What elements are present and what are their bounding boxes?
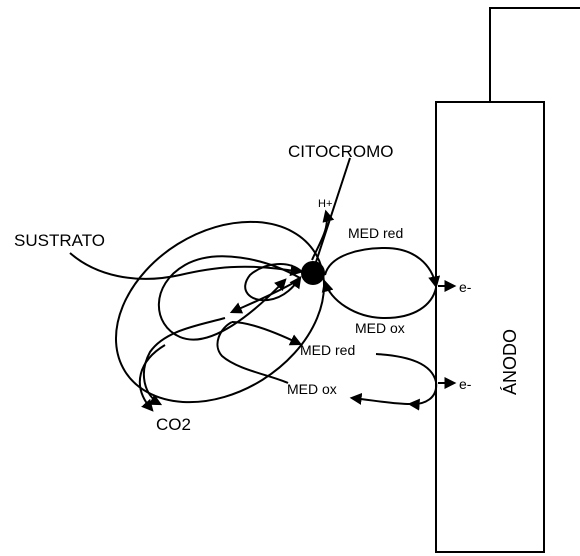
anode-electrode: [436, 102, 544, 552]
mediator-shuttle-low: [217, 322, 288, 383]
mediator-loop-bottom: [325, 282, 436, 318]
metabolic-loop-lower: [144, 318, 225, 404]
electron-low-label: e-: [459, 376, 472, 392]
mediator-shuttle-return: [352, 398, 410, 404]
co2-label: CO2: [156, 415, 191, 434]
cytochrome-pointer: [316, 158, 350, 262]
med-ox-top-label: MED ox: [355, 320, 405, 336]
metabolic-loop-center: [232, 282, 295, 312]
cell-ellipse: [83, 185, 358, 439]
h-plus-label: H+: [318, 198, 332, 210]
anodo-label: ÁNODO: [500, 329, 520, 395]
cytochrome-node: [301, 261, 325, 285]
mediator-loop-top: [325, 248, 436, 286]
electron-top-label: e-: [459, 279, 472, 295]
anode-wire: [490, 8, 580, 102]
med-ox-low-label: MED ox: [287, 381, 337, 397]
sustrato-label: SUSTRATO: [14, 231, 105, 250]
med-red-low-label: MED red: [300, 342, 355, 358]
citocromo-label: CITOCROMO: [288, 142, 393, 161]
med-red-top-label: MED red: [348, 225, 403, 241]
mediator-shuttle-out: [232, 322, 300, 344]
mediator-shuttle-anode: [376, 354, 436, 404]
